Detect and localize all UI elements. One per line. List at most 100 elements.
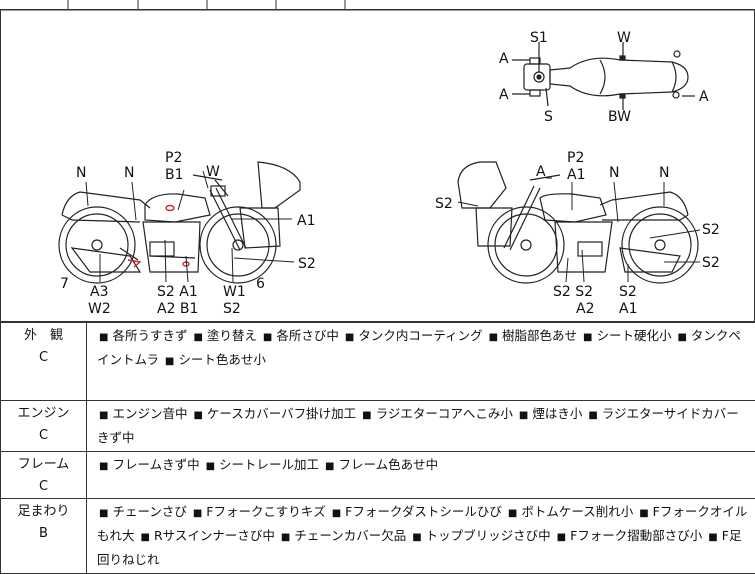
square-bullet-icon: ■ bbox=[99, 461, 108, 472]
square-bullet-icon: ■ bbox=[708, 532, 717, 543]
condition-item: フレーム色あせ中 bbox=[338, 457, 438, 472]
right-label-s2-r1: S2 bbox=[702, 222, 720, 238]
condition-category-name: フレーム bbox=[1, 452, 86, 476]
condition-item: Fフォークダストシールひび bbox=[345, 504, 502, 519]
condition-item: エンジン音中 bbox=[112, 406, 187, 421]
square-bullet-icon: ■ bbox=[263, 332, 272, 343]
condition-grade: C bbox=[1, 347, 86, 369]
condition-item: シートレール加工 bbox=[219, 457, 319, 472]
right-label-a: A bbox=[536, 164, 546, 180]
condition-item: トップブリッジさび中 bbox=[426, 528, 551, 543]
square-bullet-icon: ■ bbox=[99, 410, 108, 421]
left-label-a2-b1: A2 B1 bbox=[157, 301, 198, 317]
right-label-s2-left: S2 bbox=[435, 196, 453, 212]
left-label-w: W bbox=[206, 164, 220, 180]
condition-item: 塗り替え bbox=[207, 328, 257, 343]
square-bullet-icon: ■ bbox=[165, 356, 174, 367]
condition-item: Fフォーク摺動部さび小 bbox=[570, 528, 702, 543]
left-label-w1: W1 bbox=[223, 284, 246, 300]
square-bullet-icon: ■ bbox=[489, 332, 498, 343]
right-label-a1: A1 bbox=[567, 167, 585, 183]
left-label-7: 7 bbox=[60, 276, 69, 292]
condition-category-name: 足まわり bbox=[1, 499, 86, 523]
left-label-s2-a1: S2 A1 bbox=[157, 284, 198, 300]
condition-item: 各所うすきず bbox=[112, 328, 187, 343]
condition-item: チェーンカバー欠品 bbox=[294, 528, 406, 543]
motorcycle-top-view bbox=[512, 42, 695, 110]
square-bullet-icon: ■ bbox=[639, 508, 648, 519]
right-label-p2: P2 bbox=[567, 150, 584, 166]
top-label-a2: A bbox=[499, 87, 509, 103]
previous-row-strip bbox=[0, 0, 755, 10]
condition-item: ケースカバーバフ掛け加工 bbox=[207, 406, 356, 421]
condition-category-name: エンジン bbox=[1, 401, 86, 425]
condition-item: シート硬化小 bbox=[596, 328, 671, 343]
top-label-s1: S1 bbox=[530, 30, 548, 46]
left-label-n1: N bbox=[76, 165, 86, 181]
top-label-a3: A bbox=[699, 89, 709, 105]
condition-items-cell: ■チェーンさび ■Fフォークこすりキズ ■Fフォークダストシールひび ■ボトムケ… bbox=[87, 499, 755, 574]
left-label-p2: P2 bbox=[165, 150, 182, 166]
square-bullet-icon: ■ bbox=[588, 410, 597, 421]
condition-items-cell: ■ 各所うすきず ■ 塗り替え ■ 各所さび中 ■ タンク内コーティング ■ 樹脂部色あせ… bbox=[87, 323, 755, 401]
condition-item: 各所さび中 bbox=[276, 328, 339, 343]
right-label-n1: N bbox=[609, 165, 619, 181]
square-bullet-icon: ■ bbox=[193, 410, 202, 421]
square-bullet-icon: ■ bbox=[345, 332, 354, 343]
left-label-a3: A3 bbox=[90, 284, 108, 300]
left-label-s2-bottom: S2 bbox=[223, 301, 241, 317]
right-label-a2: A2 bbox=[576, 301, 594, 317]
square-bullet-icon: ■ bbox=[508, 508, 517, 519]
condition-category-name: 外 観 bbox=[1, 323, 86, 347]
condition-items-cell: ■フレームきず中 ■シートレール加工 ■フレーム色あせ中 bbox=[87, 452, 755, 499]
square-bullet-icon: ■ bbox=[99, 332, 108, 343]
square-bullet-icon: ■ bbox=[332, 508, 341, 519]
square-bullet-icon: ■ bbox=[325, 461, 334, 472]
condition-item: タンク内コーティング bbox=[358, 328, 482, 343]
square-bullet-icon: ■ bbox=[557, 532, 566, 543]
condition-grade: B bbox=[1, 523, 86, 545]
condition-item: 樹脂部色あせ bbox=[502, 328, 577, 343]
condition-item: 煙はき小 bbox=[532, 406, 582, 421]
square-bullet-icon: ■ bbox=[141, 532, 150, 543]
condition-item: ラジエターコアへこみ小 bbox=[376, 406, 513, 421]
left-label-a1: A1 bbox=[297, 213, 315, 229]
square-bullet-icon: ■ bbox=[519, 410, 528, 421]
condition-item: Rサスインナーさび中 bbox=[154, 528, 275, 543]
top-label-s: S bbox=[544, 109, 553, 125]
square-bullet-icon: ■ bbox=[362, 410, 371, 421]
right-label-s2-s2: S2 S2 bbox=[553, 284, 593, 300]
top-label-bw: BW bbox=[608, 109, 631, 125]
condition-grade: C bbox=[1, 425, 86, 447]
top-label-w: W bbox=[617, 30, 631, 46]
square-bullet-icon: ■ bbox=[412, 532, 421, 543]
top-label-a1: A bbox=[499, 51, 509, 67]
left-label-w2: W2 bbox=[88, 301, 111, 317]
right-label-n2: N bbox=[659, 165, 669, 181]
motorcycle-diagram: S1 W A A A S BW bbox=[0, 10, 755, 322]
condition-sheet: S1 W A A A S BW bbox=[0, 0, 755, 561]
square-bullet-icon: ■ bbox=[193, 508, 202, 519]
square-bullet-icon: ■ bbox=[281, 532, 290, 543]
damage-diagram-panel: S1 W A A A S BW bbox=[0, 10, 755, 322]
condition-item: ボトムケース削れ小 bbox=[521, 504, 633, 519]
right-label-a1-bottom: A1 bbox=[619, 301, 637, 317]
left-label-n2: N bbox=[124, 165, 134, 181]
left-label-6: 6 bbox=[256, 276, 265, 292]
condition-item: フレームきず中 bbox=[112, 457, 199, 472]
right-label-s2-r2: S2 bbox=[702, 255, 720, 271]
left-label-b1: B1 bbox=[165, 167, 184, 183]
left-label-s2-right: S2 bbox=[298, 256, 316, 272]
square-bullet-icon: ■ bbox=[99, 508, 108, 519]
right-label-s2-bottom: S2 bbox=[619, 284, 637, 300]
square-bullet-icon: ■ bbox=[583, 332, 592, 343]
